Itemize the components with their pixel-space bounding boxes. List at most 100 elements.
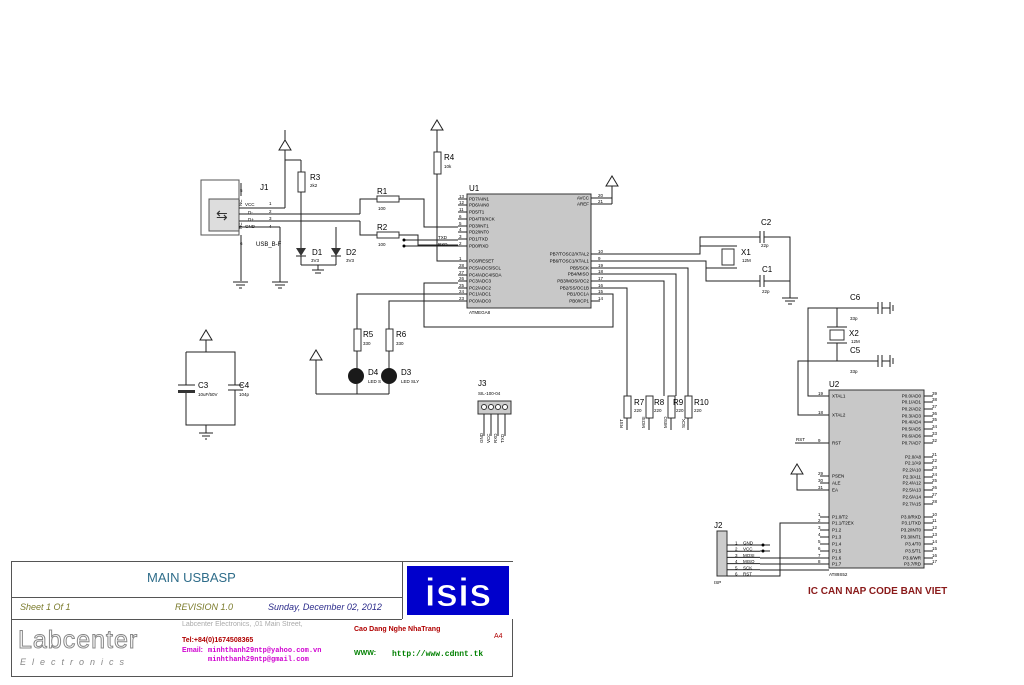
zener-d1[interactable]: D1 3V3 bbox=[296, 248, 323, 263]
u2-right-pin: P0.4/AD4 bbox=[902, 420, 922, 425]
u2-left-pin-num: 4 bbox=[818, 532, 821, 537]
r3-value: 2k2 bbox=[310, 183, 318, 188]
labcenter-logo-text: Labcenter bbox=[18, 626, 138, 654]
zener-d2[interactable]: D2 3V3 bbox=[331, 248, 357, 263]
c6-ref: C6 bbox=[850, 293, 861, 302]
u2-right-pin: P2.0/A8 bbox=[905, 455, 922, 460]
j3-pin-gnd: GND bbox=[479, 432, 484, 443]
c4-value: 104p bbox=[239, 392, 250, 397]
led-d4[interactable]: D4 LED S bbox=[348, 368, 381, 384]
revision: REVISION 1.0 bbox=[175, 602, 234, 612]
net-label-miso: MISO bbox=[663, 416, 668, 428]
r1-r2-wires bbox=[359, 198, 458, 246]
j1-value: USB_B-F bbox=[256, 242, 282, 248]
r4-value: 10k bbox=[444, 164, 452, 169]
u2-rst-ea-wires bbox=[790, 442, 829, 491]
j2-value: ISP bbox=[714, 580, 721, 585]
resistor-r4[interactable]: R4 10k bbox=[433, 151, 455, 175]
u2-right-pin: P2.2/A10 bbox=[902, 468, 921, 473]
u2-left-pin-num: 30 bbox=[818, 478, 824, 483]
j3-pin-txd: TXD bbox=[500, 433, 505, 443]
capacitor-c3[interactable]: C3 10uF/50V bbox=[178, 381, 218, 397]
capacitor-c1[interactable]: C1 22p bbox=[759, 265, 773, 294]
net-label-mosi: MOSI bbox=[641, 416, 646, 428]
u1-left-pin-num: 25 bbox=[459, 283, 465, 288]
resistor-r1[interactable]: R1 100 bbox=[376, 187, 400, 211]
capacitor-c5[interactable]: C5 33p bbox=[850, 346, 883, 374]
u2-right-pin-num: 34 bbox=[932, 424, 938, 429]
title-block: MAIN USBASP Sheet 1 Of 1 REVISION 1.0 Su… bbox=[11, 561, 513, 677]
d2-ref: D2 bbox=[346, 248, 357, 257]
d4-ref: D4 bbox=[368, 368, 379, 377]
u1-right-pin: PB0/ICP1 bbox=[569, 299, 589, 304]
u2-left-pin: ALE bbox=[832, 481, 841, 486]
j2-pin-label: MISO bbox=[743, 559, 755, 564]
resistor-r8[interactable]: R8 220 bbox=[645, 395, 665, 419]
net-label-txd: TXD bbox=[438, 235, 448, 240]
mcu-u1[interactable]: U1 ATMEGA8 PD7/AIN113PD6/AIN012PD5/T111P… bbox=[458, 184, 604, 315]
led-bottom-wires bbox=[309, 349, 390, 395]
crystal-x2[interactable]: X2 12M bbox=[827, 326, 860, 344]
resistor-r9[interactable]: R9 220 bbox=[667, 395, 684, 419]
j1-pin-dplus: D+ bbox=[248, 217, 254, 222]
capacitor-c6[interactable]: C6 33p bbox=[850, 293, 883, 321]
u1-left-pin-num: 3 bbox=[459, 234, 462, 239]
u2-left-pin-num: 7 bbox=[818, 553, 821, 558]
mcu-u2[interactable]: U2 AT89S52 XTAL119XTAL218RST9PSEN29ALE30… bbox=[818, 380, 938, 577]
resistor-r7[interactable]: R7 220 bbox=[623, 395, 645, 419]
resistor-r10[interactable]: R10 220 bbox=[684, 395, 709, 419]
r3-wire bbox=[285, 159, 302, 221]
u2-left-pin-num: 31 bbox=[818, 485, 824, 490]
u2-right-pin: P2.4/A12 bbox=[902, 481, 921, 486]
r7-ref: R7 bbox=[634, 398, 645, 407]
capacitor-c2[interactable]: C2 22p bbox=[759, 218, 772, 248]
u2-left-pin: P1.0/T2 bbox=[832, 515, 848, 520]
r1-ref: R1 bbox=[377, 187, 388, 196]
resistor-r5[interactable]: R5 330 bbox=[353, 328, 374, 352]
txd-rxd-wires bbox=[404, 239, 458, 247]
led-wires bbox=[356, 293, 458, 329]
u1-right-pin-num: 18 bbox=[598, 269, 604, 274]
u1-left-pin: PD4/T0/XCK bbox=[469, 217, 495, 222]
header-j3[interactable]: J3 SIL-100-04 GND VCC RXD TXD bbox=[477, 379, 512, 443]
u2-left-pin: P1.7 bbox=[832, 562, 842, 567]
u1-right-pin: PB2/SS/OC1B bbox=[560, 286, 589, 291]
r3-ref: R3 bbox=[310, 173, 321, 182]
u2-left-pin-num: 6 bbox=[818, 546, 821, 551]
x2-wires bbox=[797, 302, 894, 416]
resistor-r2[interactable]: R2 100 bbox=[376, 223, 400, 247]
c2-value: 22p bbox=[761, 243, 769, 248]
title-row: MAIN USBASP bbox=[12, 562, 402, 598]
u2-ref: U2 bbox=[829, 380, 840, 389]
resistor-r6[interactable]: R6 330 bbox=[385, 328, 407, 352]
u2-left-pin: RST bbox=[832, 441, 841, 446]
r4-wires bbox=[430, 119, 458, 262]
j1-ref: J1 bbox=[260, 183, 269, 192]
j2-pin-num: 6 bbox=[735, 572, 738, 577]
u2-right-pin: P0.0/AD0 bbox=[902, 394, 922, 399]
u2-right-pin: P3.3/INT1 bbox=[901, 535, 922, 540]
led-d3[interactable]: D3 LED SLY bbox=[381, 368, 419, 384]
capacitor-c4[interactable]: C4 104p bbox=[228, 381, 250, 397]
u1-left-pin: PD3/INT1 bbox=[469, 224, 489, 229]
j1-num-2: 2 bbox=[269, 209, 272, 214]
j2-pin-label: VCC bbox=[743, 547, 753, 552]
u1-avcc-wires bbox=[600, 175, 619, 205]
u2-right-pin-num: 26 bbox=[932, 485, 938, 490]
u2-left-pin: EA bbox=[832, 488, 838, 493]
sheet-row: Sheet 1 Of 1 REVISION 1.0 Sunday, Decemb… bbox=[12, 597, 402, 620]
c3-value: 10uF/50V bbox=[198, 392, 218, 397]
resistor-r3[interactable]: R3 2k2 bbox=[297, 171, 321, 193]
website: http://www.cdnnt.tk bbox=[392, 650, 484, 659]
c3-c4-wires bbox=[185, 329, 236, 440]
u1-left-pin-num: 13 bbox=[459, 194, 465, 199]
u1-left-pin: PC2/ADC2 bbox=[469, 286, 492, 291]
u1-left-pin-num: 5 bbox=[459, 221, 462, 226]
u2-right-pin: P2.3/A11 bbox=[903, 475, 922, 480]
x1-wires bbox=[600, 236, 798, 305]
crystal-x1[interactable]: X1 12M bbox=[719, 245, 751, 269]
usb-icon: ⇆ bbox=[216, 207, 228, 223]
u2-left-pin-num: 5 bbox=[818, 539, 821, 544]
u2-left-pin-num: 29 bbox=[818, 471, 824, 476]
